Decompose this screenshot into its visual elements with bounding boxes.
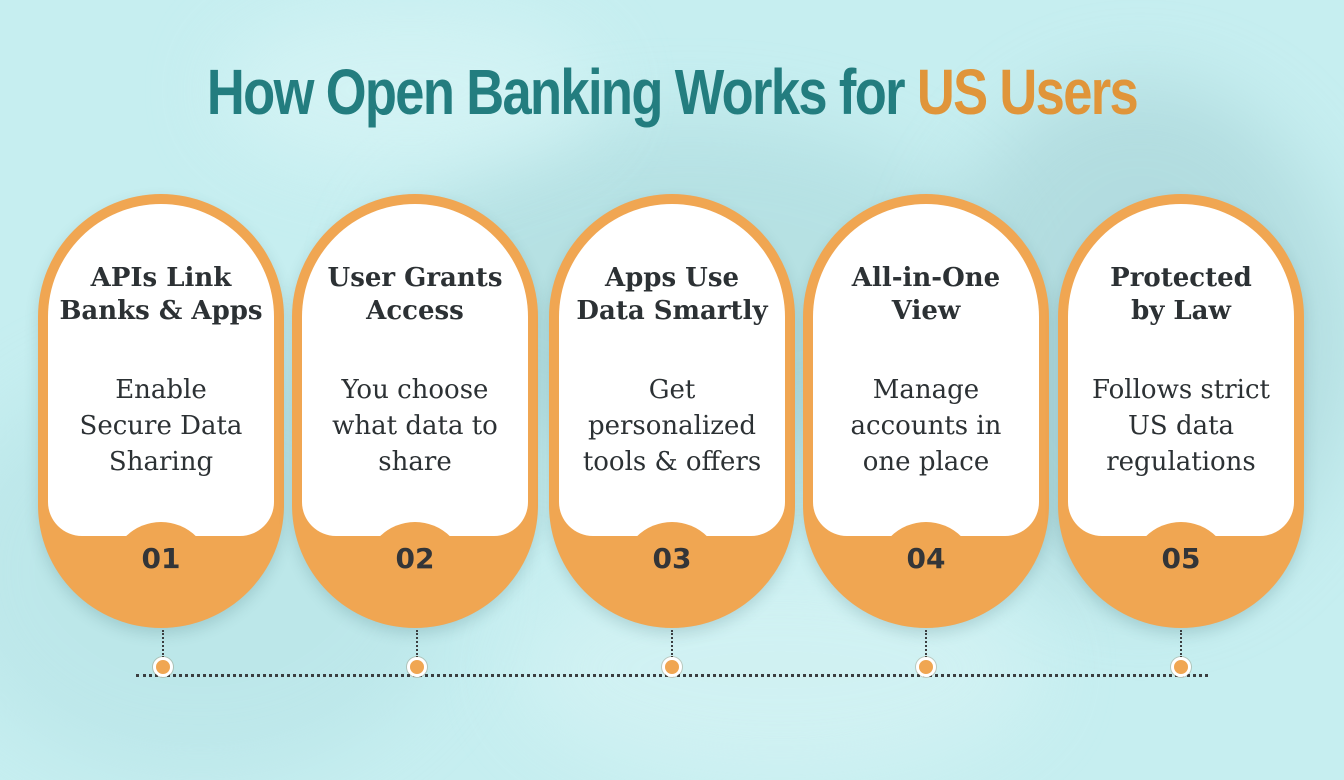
page-title: How Open Banking Works for US Users [121, 52, 1223, 132]
step-description-line: Sharing [108, 447, 214, 477]
step-number: 04 [906, 542, 946, 575]
step-description-line: Enable [115, 375, 207, 405]
card-body [302, 204, 528, 536]
step-heading-line: Access [366, 296, 464, 326]
timeline-dot-4 [916, 657, 936, 677]
timeline-connector [416, 630, 418, 658]
step-heading-line: User Grants [327, 263, 503, 293]
card-body [1068, 204, 1294, 536]
timeline-connector [671, 630, 673, 658]
step-heading-line: View [891, 296, 961, 326]
step-description-line: US data [1127, 411, 1235, 441]
step-description-line: accounts in [850, 411, 1002, 441]
step-description-line: one place [862, 447, 990, 477]
step-description-line: share [378, 447, 452, 477]
title-main: How Open Banking Works for [206, 56, 906, 128]
timeline-dot-1 [153, 657, 173, 677]
step-heading-line: Banks & Apps [59, 296, 263, 326]
step-description: Get personalized tools & offers [567, 372, 777, 480]
step-heading-line: All-in-One [851, 263, 1001, 293]
title-accent: US Users [916, 56, 1139, 128]
step-heading-line: Data Smartly [576, 296, 768, 326]
step-heading-line: by Law [1131, 296, 1231, 326]
timeline-connector [1180, 630, 1182, 658]
card-body [559, 204, 785, 536]
step-description-line: personalized [587, 411, 757, 441]
timeline-connector [925, 630, 927, 658]
timeline-dot-5 [1171, 657, 1191, 677]
timeline-connector [162, 630, 164, 658]
step-description-line: tools & offers [582, 447, 762, 477]
step-description-line: You choose [341, 375, 489, 405]
step-description-line: what data to [332, 411, 498, 441]
step-description: You choose what data to share [310, 372, 520, 480]
step-number: 01 [141, 542, 181, 575]
step-number: 05 [1161, 542, 1201, 575]
step-description: Manage accounts in one place [821, 372, 1031, 480]
card-body [48, 204, 274, 536]
step-description: Follows strict US data regulations [1076, 372, 1286, 480]
step-description-line: Manage [872, 375, 980, 405]
step-heading-line: Protected [1110, 263, 1252, 293]
timeline-dot-3 [662, 657, 682, 677]
step-description-line: Follows strict [1092, 375, 1270, 405]
step-heading-line: APIs Link [90, 263, 232, 293]
step-description-line: Secure Data [79, 411, 243, 441]
step-description-line: regulations [1106, 447, 1256, 477]
step-heading-line: Apps Use [604, 263, 740, 293]
step-number: 02 [395, 542, 435, 575]
step-number: 03 [652, 542, 692, 575]
timeline-dot-2 [407, 657, 427, 677]
step-description-line: Get [648, 375, 696, 405]
card-body [813, 204, 1039, 536]
